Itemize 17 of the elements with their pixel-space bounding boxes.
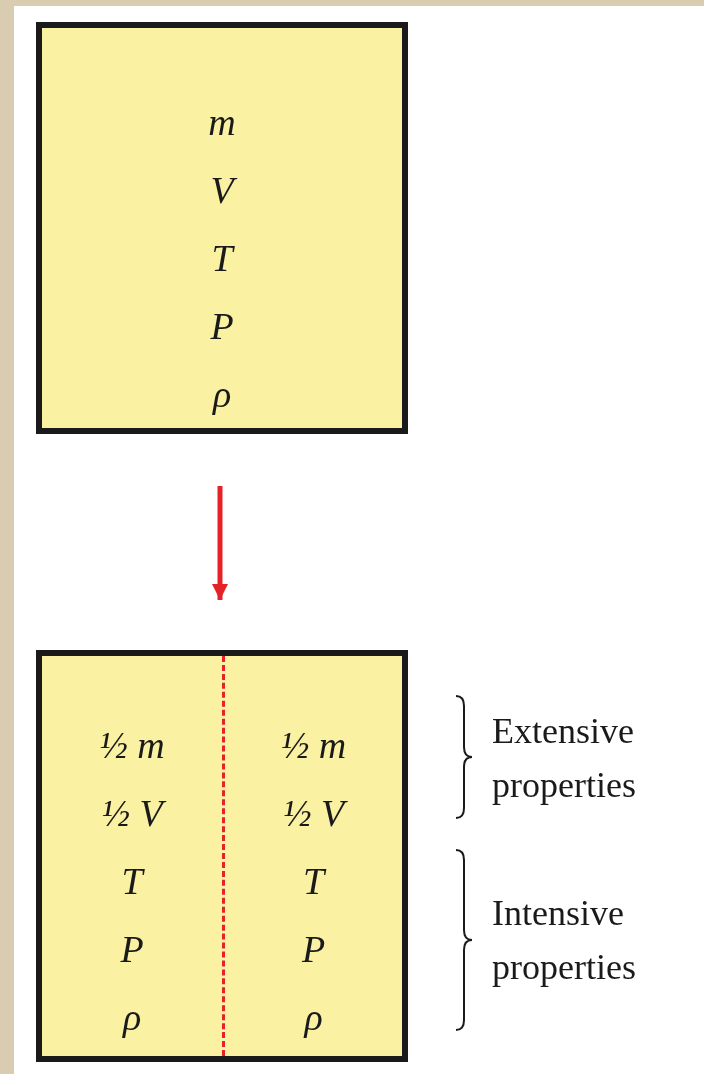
property-symbol: T bbox=[211, 237, 233, 279]
arrow bbox=[212, 486, 228, 600]
property-symbol: ½ m bbox=[99, 724, 165, 766]
property-symbol: ρ bbox=[304, 996, 323, 1038]
property-symbol: P bbox=[210, 305, 234, 347]
system-box bbox=[36, 22, 408, 434]
system-box bbox=[36, 650, 408, 1062]
property-symbol: ½ m bbox=[280, 724, 347, 766]
property-symbol: T bbox=[302, 860, 325, 902]
property-symbol: P bbox=[120, 928, 144, 970]
property-symbol: ρ bbox=[122, 996, 142, 1038]
property-group-label: Intensive properties bbox=[492, 892, 637, 989]
property-symbol: T bbox=[121, 860, 143, 902]
property-group-label: Extensive properties bbox=[492, 710, 637, 807]
property-symbol: ρ bbox=[212, 373, 232, 415]
property-symbol: P bbox=[301, 928, 326, 970]
property-symbol: m bbox=[208, 101, 236, 143]
